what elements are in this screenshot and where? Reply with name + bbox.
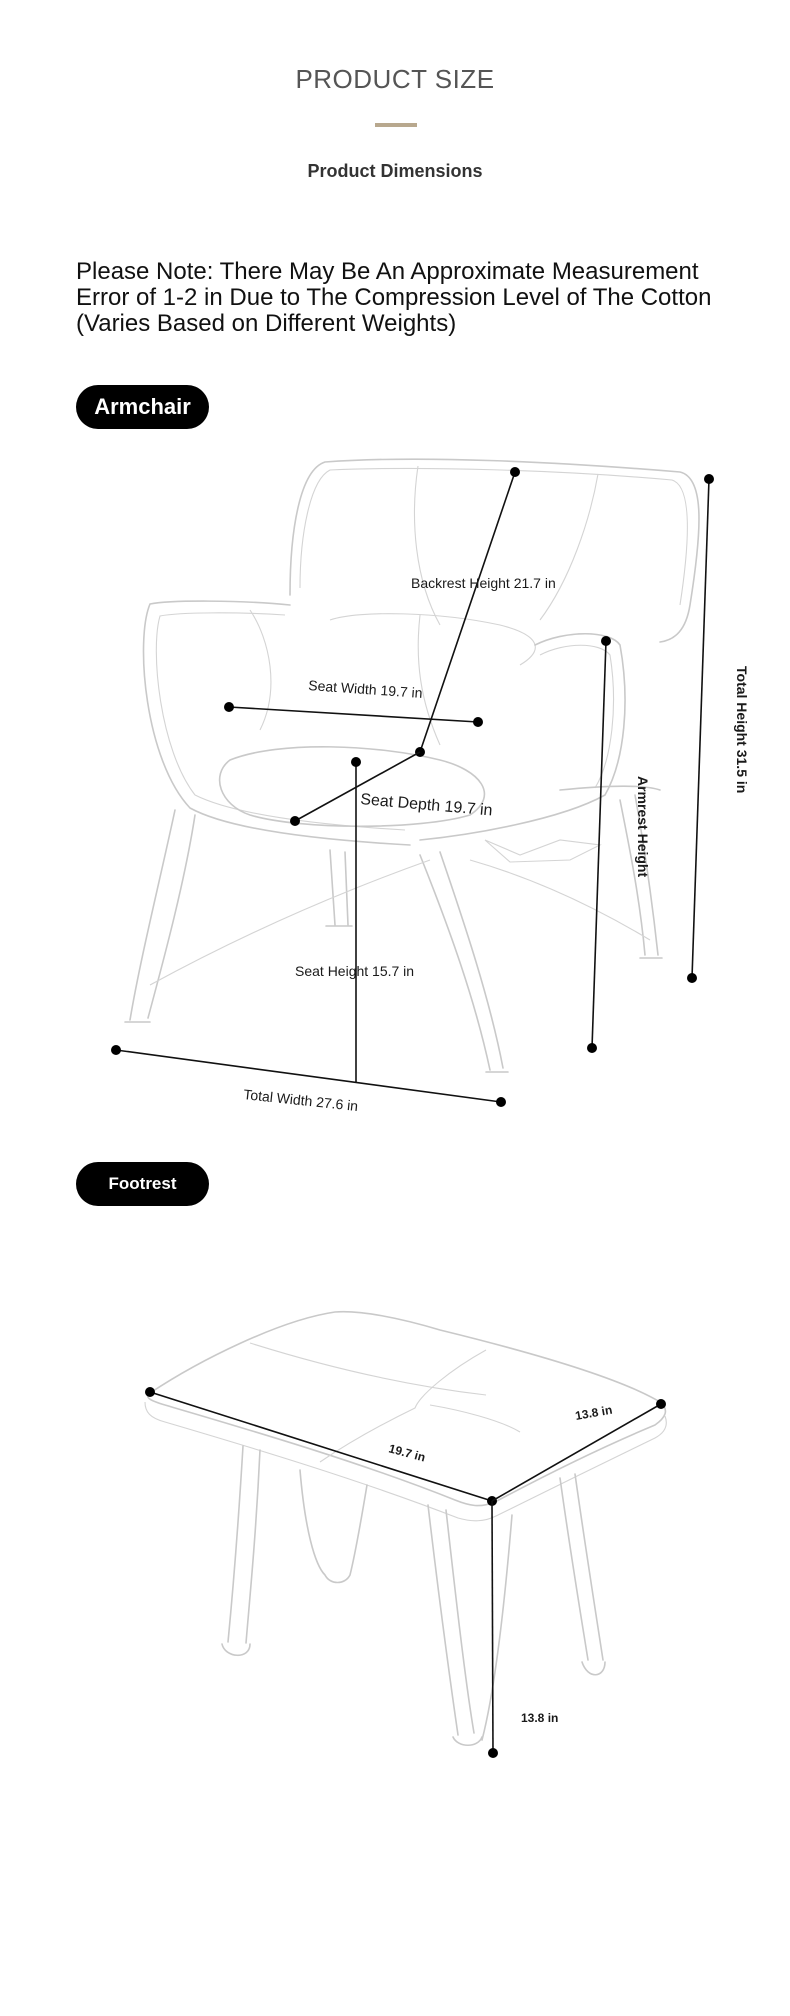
dimension-dot bbox=[496, 1097, 506, 1107]
title-divider bbox=[375, 123, 417, 127]
section-title: PRODUCT SIZE bbox=[295, 64, 495, 94]
dimension-dot bbox=[145, 1387, 155, 1397]
footrest-length-label: 19.7 in bbox=[387, 1441, 427, 1464]
armchair-badge: Armchair bbox=[76, 385, 209, 429]
dimension-dot bbox=[656, 1399, 666, 1409]
footrest-height-label: 13.8 in bbox=[521, 1711, 558, 1725]
total-height-line bbox=[691, 478, 710, 979]
dimension-dot bbox=[488, 1748, 498, 1758]
section-subtitle: Product Dimensions bbox=[307, 161, 483, 181]
seat-depth-line bbox=[294, 751, 421, 822]
seat-width-label: Seat Width 19.7 in bbox=[308, 677, 423, 701]
dimension-dot bbox=[224, 702, 234, 712]
dimension-dot bbox=[587, 1043, 597, 1053]
seat-height-label: Seat Height 15.7 in bbox=[295, 963, 414, 979]
backrest-height-label: Backrest Height 21.7 in bbox=[411, 575, 556, 591]
dimension-dot bbox=[601, 636, 611, 646]
footrest-length-line bbox=[149, 1391, 493, 1502]
footrest-badge: Footrest bbox=[76, 1162, 209, 1206]
footrest-diagram: 19.7 in 13.8 in 13.8 in bbox=[144, 1310, 667, 1758]
total-width-label: Total Width 27.6 in bbox=[243, 1086, 359, 1114]
dimension-dot bbox=[473, 717, 483, 727]
total-height-label: Total Height 31.5 in bbox=[734, 666, 750, 793]
measurement-note: Please Note: There May Be An Approximate… bbox=[76, 258, 712, 337]
footrest-height-line bbox=[491, 1500, 494, 1754]
dimension-dot bbox=[290, 816, 300, 826]
armrest-height-label: Armrest Height bbox=[635, 776, 651, 877]
dimension-dot bbox=[687, 973, 697, 983]
dimension-dot bbox=[351, 757, 361, 767]
armrest-height-line bbox=[591, 640, 607, 1049]
seat-width-line bbox=[228, 706, 479, 723]
armchair-outline bbox=[124, 458, 700, 1073]
dimension-dot bbox=[704, 474, 714, 484]
footrest-outline bbox=[144, 1310, 667, 1747]
armchair-diagram: Backrest Height 21.7 in Seat Width 19.7 … bbox=[111, 458, 750, 1114]
dimension-dot bbox=[510, 467, 520, 477]
footrest-depth-label: 13.8 in bbox=[574, 1403, 613, 1423]
seat-depth-label: Seat Depth 19.7 in bbox=[360, 791, 494, 819]
footrest-depth-line bbox=[491, 1403, 662, 1502]
dimension-dot bbox=[111, 1045, 121, 1055]
total-width-line bbox=[115, 1049, 502, 1103]
backrest-height-line bbox=[419, 471, 516, 753]
